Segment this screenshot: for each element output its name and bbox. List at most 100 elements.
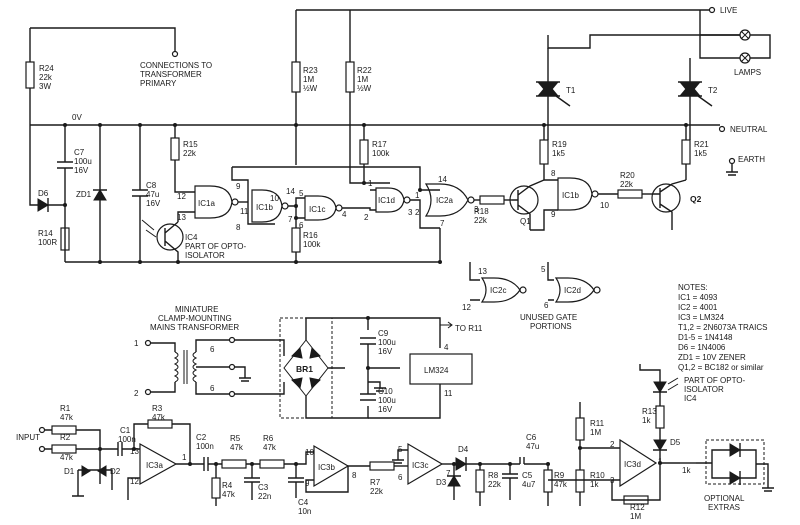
r11-label: R11 bbox=[590, 419, 605, 428]
r14-label: R14 bbox=[38, 229, 53, 238]
terminal-primary-a bbox=[171, 50, 179, 58]
c9-value: 100u bbox=[378, 338, 396, 347]
note-line-0: IC1 = 4093 bbox=[678, 293, 718, 302]
ic1b-label: IC1b bbox=[256, 203, 273, 212]
label-neutral: NEUTRAL bbox=[730, 125, 768, 134]
pin-13-ic3a: 13 bbox=[130, 447, 139, 456]
terminal-live bbox=[708, 6, 716, 14]
r16-value: 100k bbox=[303, 240, 321, 249]
pin-11-lm324: 11 bbox=[444, 389, 453, 398]
optional-caption-1: OPTIONAL bbox=[704, 494, 745, 503]
r20-label: R20 bbox=[620, 171, 635, 180]
r18-label: R18 bbox=[474, 207, 489, 216]
caption-transformer-1: CONNECTIONS TO bbox=[140, 61, 212, 70]
pin-12-ic2c: 12 bbox=[462, 303, 471, 312]
pin-1-ic1d: 1 bbox=[368, 179, 373, 188]
resistor-r18 bbox=[479, 195, 505, 205]
resistor-r9 bbox=[543, 469, 553, 493]
r22-label: R22 bbox=[357, 66, 372, 75]
unused-caption-2: PORTIONS bbox=[530, 322, 572, 331]
terminal-input-1 bbox=[38, 426, 46, 434]
capacitor-c8 bbox=[132, 125, 148, 262]
d6-label: D6 bbox=[38, 189, 49, 198]
note-line-7: Q1,2 = BC182 or similar bbox=[678, 363, 764, 372]
r23-value: 1M bbox=[303, 75, 314, 84]
pin-6-ic2d: 6 bbox=[544, 301, 549, 310]
opto-caption-1: PART OF OPTO- bbox=[684, 376, 746, 385]
c6-value: 47u bbox=[526, 442, 539, 451]
transistor-q2 bbox=[651, 183, 681, 213]
caption-transformer-2: TRANSFORMER bbox=[140, 70, 202, 79]
opamp-ic3d bbox=[619, 438, 658, 488]
label-input: INPUT bbox=[16, 433, 40, 442]
pin-14-ic1b: 14 bbox=[286, 187, 295, 196]
ic4-label: IC4 bbox=[185, 233, 198, 242]
capacitor-c5 bbox=[502, 464, 518, 500]
wire-t1-top bbox=[547, 34, 740, 49]
d4-label: D4 bbox=[458, 445, 469, 454]
label-lamps: LAMPS bbox=[734, 68, 761, 77]
note-line-3: T1,2 = 2N6073A TRAICS bbox=[678, 323, 767, 332]
r8-label: R8 bbox=[488, 471, 499, 480]
pin-14-ic3a: 1 bbox=[182, 453, 187, 462]
r21-label: R21 bbox=[694, 140, 709, 149]
ic2d-label: IC2d bbox=[564, 286, 581, 295]
ic3c-label: IC3c bbox=[412, 461, 428, 470]
r16-label: R16 bbox=[303, 231, 318, 240]
pin-12-ic1a: 12 bbox=[177, 192, 186, 201]
pin-6-b: 6 bbox=[210, 384, 215, 393]
r21-value: 1k5 bbox=[694, 149, 707, 158]
r19-label: R19 bbox=[552, 140, 567, 149]
r17-value: 100k bbox=[372, 149, 390, 158]
r14-value: 100R bbox=[38, 238, 57, 247]
c8-label: C8 bbox=[146, 181, 157, 190]
optional-led-1 bbox=[729, 443, 741, 457]
mains-caption-3: MAINS TRANSFORMER bbox=[150, 323, 239, 332]
r8-value: 22k bbox=[488, 480, 502, 489]
led-opto-ic4 bbox=[653, 381, 667, 393]
diode-d2 bbox=[97, 465, 107, 477]
mains-caption-2: CLAMP-MOUNTING bbox=[158, 314, 232, 323]
opamp-ic3b bbox=[313, 444, 350, 488]
resistor-r8 bbox=[475, 469, 485, 493]
r22-rating: ½W bbox=[357, 84, 372, 93]
opamp-ic3a bbox=[139, 442, 178, 486]
note-line-5: D6 = 1N4006 bbox=[678, 343, 726, 352]
resistor-r14 bbox=[60, 227, 70, 251]
ic1c-label: IC1c bbox=[309, 205, 325, 214]
capacitor-c2 bbox=[190, 457, 222, 471]
label-terminal-1: 1 bbox=[134, 339, 139, 348]
junction-dots bbox=[63, 123, 688, 466]
r10-label: R10 bbox=[590, 471, 605, 480]
pin-3-ic1d: 3 bbox=[408, 208, 413, 217]
label-earth: EARTH bbox=[738, 155, 765, 164]
terminal-2 bbox=[144, 388, 152, 396]
resistor-r22 bbox=[345, 61, 355, 93]
label-terminal-2: 2 bbox=[134, 389, 139, 398]
c6-label: C6 bbox=[526, 433, 537, 442]
resistor-r23 bbox=[291, 61, 301, 93]
ic2a-label: IC2a bbox=[436, 196, 453, 205]
resistor-r10 bbox=[575, 469, 585, 493]
zener-zd1 bbox=[93, 189, 107, 201]
r13-value: 1k bbox=[642, 416, 651, 425]
notes-title: NOTES: bbox=[678, 283, 708, 292]
phototransistor-ic4 bbox=[156, 223, 184, 251]
wire-lamps bbox=[699, 10, 740, 59]
resistor-r7 bbox=[369, 461, 395, 471]
r20-value: 22k bbox=[620, 180, 634, 189]
r9-value: 47k bbox=[554, 480, 568, 489]
opamp-lm324 bbox=[409, 353, 473, 385]
pin-2-ic2a: 2 bbox=[415, 208, 420, 217]
pin-13-ic1a: 13 bbox=[177, 213, 186, 222]
ic2c-label: IC2c bbox=[490, 286, 506, 295]
pin-8-ic3b: 8 bbox=[352, 471, 357, 480]
r24-label: R24 bbox=[39, 64, 54, 73]
c9-rating: 16V bbox=[378, 347, 393, 356]
pin-10-ic1b: 10 bbox=[270, 194, 279, 203]
pin-12-ic3a: 12 bbox=[130, 477, 139, 486]
resistor-r2 bbox=[51, 444, 77, 454]
rout-label: 1k bbox=[682, 466, 691, 475]
r5-label: R5 bbox=[230, 434, 241, 443]
